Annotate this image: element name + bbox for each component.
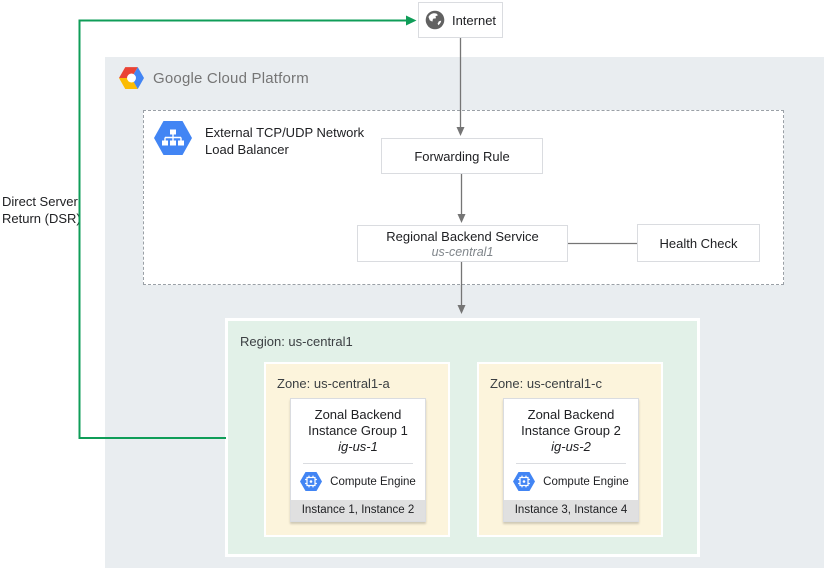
instance-group-name: ig-us-2	[551, 439, 591, 454]
load-balancer-title: External TCP/UDP Network Load Balancer	[205, 121, 364, 158]
dsr-label-line2: Return (DSR)	[2, 211, 81, 226]
region-us-central1: Region: us-central1 Zone: us-central1-a …	[225, 318, 700, 557]
compute-engine-label: Compute Engine	[330, 475, 416, 488]
compute-engine-icon	[300, 472, 323, 491]
zone-label: Zone: us-central1-c	[490, 376, 602, 391]
instance-group-title-line1: Zonal Backend	[314, 407, 402, 422]
zone-label: Zone: us-central1-a	[277, 376, 390, 391]
instance-group-card-2: Zonal Backend Instance Group 2 ig-us-2	[503, 398, 639, 522]
zone-us-central1-a: Zone: us-central1-a Zonal Backend Instan…	[264, 362, 450, 537]
instance-group-title: Zonal Backend Instance Group 1 ig-us-1	[291, 399, 425, 459]
instance-group-title: Zonal Backend Instance Group 2 ig-us-2	[504, 399, 638, 459]
forwarding-rule-label: Forwarding Rule	[414, 148, 510, 164]
network-load-balancer-icon	[154, 121, 192, 155]
gcp-logo: Google Cloud Platform	[119, 67, 309, 89]
dsr-label: Direct Server Return (DSR)	[2, 193, 81, 227]
compute-engine-row: Compute Engine	[504, 464, 638, 500]
regional-backend-service-label: Regional Backend Service	[386, 228, 539, 244]
gcp-logo-text: Google Cloud Platform	[153, 69, 309, 87]
instance-list: Instance 3, Instance 4	[504, 500, 638, 521]
compute-engine-label: Compute Engine	[543, 475, 629, 488]
google-cloud-hexagon-icon	[119, 67, 144, 89]
health-check-label: Health Check	[659, 235, 738, 251]
instance-group-title-line2: Instance Group 2	[521, 423, 621, 438]
regional-backend-service-node: Regional Backend Service us-central1	[357, 225, 568, 262]
zone-us-central1-c: Zone: us-central1-c Zonal Backend Instan…	[477, 362, 663, 537]
instance-group-title-line2: Instance Group 1	[308, 423, 408, 438]
divider	[516, 463, 626, 464]
load-balancer-header: External TCP/UDP Network Load Balancer	[154, 121, 364, 158]
compute-engine-icon	[513, 472, 536, 491]
divider	[303, 463, 413, 464]
internet-label: Internet	[451, 12, 497, 28]
load-balancer-title-line2: Load Balancer	[205, 142, 289, 157]
compute-engine-row: Compute Engine	[291, 464, 425, 500]
forwarding-rule-node: Forwarding Rule	[381, 138, 543, 174]
regional-backend-service-region: us-central1	[431, 244, 494, 259]
internet-node: Internet	[418, 2, 503, 38]
dsr-label-line1: Direct Server	[2, 194, 78, 209]
health-check-node: Health Check	[637, 224, 760, 262]
globe-icon	[425, 10, 445, 30]
instance-group-name: ig-us-1	[338, 439, 378, 454]
instance-group-card-1: Zonal Backend Instance Group 1 ig-us-1	[290, 398, 426, 522]
instance-group-title-line1: Zonal Backend	[527, 407, 615, 422]
arrowhead-dsr-internet	[406, 15, 417, 26]
instance-list: Instance 1, Instance 2	[291, 500, 425, 521]
region-label: Region: us-central1	[240, 334, 353, 349]
load-balancer-title-line1: External TCP/UDP Network	[205, 125, 365, 140]
